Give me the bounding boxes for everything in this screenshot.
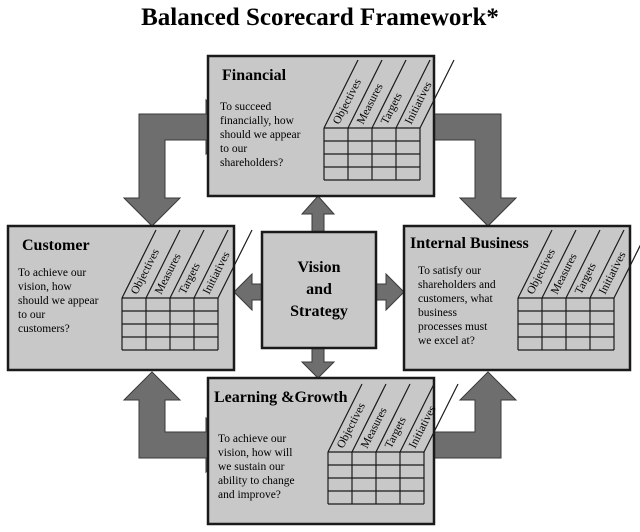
customer-header-divider	[121, 229, 157, 299]
customer-desc-4: to our	[18, 309, 45, 321]
financial-desc-5: shareholders?	[220, 157, 283, 169]
center-line-2: and	[306, 281, 332, 298]
financial-desc-2: financially, how	[220, 115, 295, 127]
learning-title: Learning &Growth	[214, 389, 348, 406]
internal-desc-1: To satisfy our	[418, 265, 481, 277]
arrow-center-right	[375, 272, 405, 312]
customer-desc-2: vision, how	[18, 281, 72, 293]
financial-box: Financial To succeed financially, how sh…	[206, 54, 455, 198]
internal-header-divider	[589, 229, 625, 299]
arrow-center-left	[233, 272, 263, 312]
center-line-1: Vision	[298, 259, 341, 276]
financial-header-divider	[371, 59, 407, 129]
financial-title: Financial	[222, 67, 287, 84]
financial-header-divider	[323, 59, 359, 129]
internal-header-divider	[613, 244, 640, 299]
vision-strategy-box: Vision and Strategy	[260, 230, 378, 350]
learning-header-divider	[351, 383, 387, 453]
learning-desc-5: and improve?	[218, 489, 281, 501]
internal-desc-6: we excel at?	[418, 335, 475, 347]
internal-desc-3: customers, what	[418, 293, 494, 305]
financial-desc-1: To succeed	[220, 101, 271, 113]
arrow-center-up	[300, 195, 336, 233]
learning-header-divider	[423, 383, 459, 453]
financial-header-divider	[395, 59, 431, 129]
customer-header-divider	[217, 229, 253, 299]
learning-desc-2: vision, how will	[218, 447, 292, 459]
financial-desc-4: to our	[220, 143, 247, 155]
internal-title: Internal Business	[410, 235, 529, 252]
learning-desc-3: we sustain our	[218, 461, 285, 473]
customer-header-divider	[193, 229, 229, 299]
customer-box: Customer To achieve our vision, how shou…	[6, 224, 253, 372]
financial-desc-3: should we appear	[220, 129, 301, 141]
learning-desc-1: To achieve our	[218, 433, 286, 445]
center-line-3: Strategy	[290, 303, 348, 320]
learning-header-divider	[399, 383, 435, 453]
customer-desc-5: customers?	[18, 323, 70, 335]
diagram-title: Balanced Scorecard Framework*	[141, 4, 499, 31]
internal-header-divider	[517, 229, 553, 299]
customer-desc-3: should we appear	[18, 295, 99, 307]
learning-header-divider	[375, 383, 411, 453]
internal-desc-2: shareholders and	[418, 279, 496, 291]
financial-header-divider	[419, 59, 455, 129]
internal-desc-5: processes must	[418, 321, 488, 333]
internal-header-divider	[565, 229, 601, 299]
customer-desc-1: To achieve our	[18, 267, 86, 279]
learning-header-divider	[327, 383, 363, 453]
customer-header-divider	[145, 229, 181, 299]
learning-growth-box: Learning &Growth To achieve our vision, …	[206, 376, 459, 526]
learning-desc-4: ability to change	[218, 475, 295, 487]
customer-title: Customer	[22, 237, 90, 254]
customer-header-divider	[169, 229, 205, 299]
internal-business-box: Internal Business To satisfy our shareho…	[402, 224, 640, 372]
arrow-center-down	[300, 347, 336, 379]
internal-desc-4: business	[418, 307, 458, 319]
internal-header-divider	[541, 229, 577, 299]
financial-header-divider	[347, 59, 383, 129]
